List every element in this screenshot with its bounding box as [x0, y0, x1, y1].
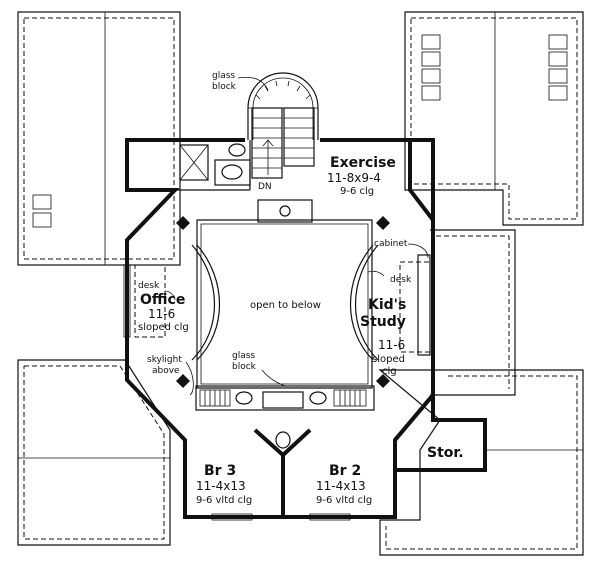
toilet-icon	[228, 143, 246, 157]
room-name-exercise: Exercise	[330, 155, 396, 171]
stair-run-left	[251, 107, 283, 179]
room-clg-br3: 9-6 vltd clg	[196, 495, 252, 506]
room-clg-kids-study-1: sloped	[372, 354, 405, 365]
cabinet-label: cabinet	[374, 239, 408, 249]
room-dim-exercise: 11-8x9-4	[327, 171, 381, 185]
glass-block-label: glass	[212, 71, 235, 81]
interior-walls	[123, 243, 487, 521]
skylight-label: skylight	[147, 355, 182, 365]
room-clg-br2: 9-6 vltd clg	[316, 495, 372, 506]
room-dim-br2: 11-4x13	[316, 479, 366, 493]
roof-bottom-left	[17, 359, 171, 546]
room-name-br2: Br 2	[329, 463, 361, 479]
room-name-br3: Br 3	[204, 463, 236, 479]
glass-block-label: glass	[232, 351, 255, 361]
stair-tower	[237, 72, 319, 179]
sink-icon	[309, 391, 327, 405]
room-dim-office: 11-6	[148, 307, 175, 321]
skylight-label: above	[152, 366, 180, 376]
column-marker	[376, 216, 390, 230]
stair-run-right	[283, 107, 315, 167]
room-name-stor: Stor.	[427, 445, 464, 461]
open-to-below	[176, 199, 390, 389]
glass-block-label: block	[212, 82, 237, 92]
sink-icon	[235, 391, 253, 405]
room-dim-br3: 11-4x13	[196, 479, 246, 493]
roof-bottom-right	[378, 369, 584, 556]
column-marker	[376, 374, 390, 388]
open-below-label: open to below	[250, 300, 321, 311]
roof-top-right	[404, 11, 584, 226]
desk-label-left: desk	[138, 281, 160, 291]
dn-label: DN	[258, 182, 272, 192]
desk-label-right: desk	[390, 275, 412, 285]
desk-outline-left	[134, 264, 166, 338]
room-name-kids-study-2: Study	[360, 314, 406, 330]
column-marker	[176, 374, 190, 388]
glass-block-curve	[247, 72, 319, 140]
room-clg-office: sloped clg	[138, 322, 189, 333]
tub	[262, 391, 304, 409]
cabinet-outline	[417, 254, 431, 356]
room-dim-kids-study: 11-6	[378, 338, 405, 352]
room-name-kids-study-1: Kid's	[368, 297, 406, 313]
room-name-office: Office	[140, 292, 185, 308]
room-clg-kids-study-2: clg	[382, 366, 397, 377]
roof-outlines	[17, 11, 584, 556]
column-marker	[176, 216, 190, 230]
bath-fixtures	[175, 140, 251, 191]
room-clg-exercise: 9-6 clg	[340, 186, 374, 197]
sink-icon	[221, 164, 243, 180]
toilet-icon	[275, 431, 291, 449]
glass-block-label: block	[232, 362, 257, 372]
chimney	[257, 199, 313, 223]
labels: glass block Exercise 11-8x9-4 9-6 clg DN…	[138, 71, 464, 506]
